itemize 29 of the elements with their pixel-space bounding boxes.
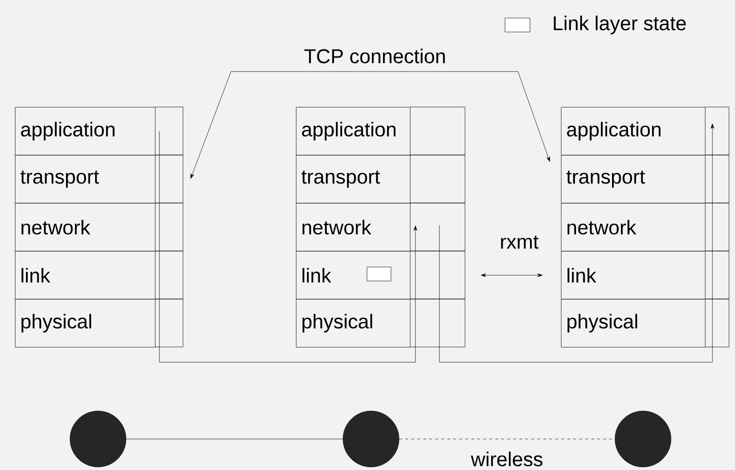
arrow	[480, 273, 543, 277]
layer-box: network	[296, 202, 466, 252]
layer-box: network	[15, 202, 184, 252]
layer-box: application	[296, 106, 466, 156]
layer-box: link	[296, 250, 466, 300]
edge-label: rxmt	[498, 234, 540, 250]
arrow	[190, 71, 376, 179]
layer-box: transport	[296, 154, 466, 204]
arrow	[159, 131, 418, 362]
layer-box: application	[561, 106, 730, 156]
layer-box: transport	[561, 154, 730, 204]
layer-box: network	[561, 202, 730, 252]
layer-box: application	[15, 106, 184, 156]
arrow	[439, 124, 714, 362]
host-circle	[70, 410, 126, 468]
layer-box: link	[15, 250, 184, 300]
legend-text: Link layer state	[554, 16, 686, 34]
host-circle	[342, 410, 400, 468]
layer-box: transport	[15, 154, 184, 204]
layer-box: physical	[296, 298, 466, 348]
link-line	[399, 438, 615, 440]
layer-box: physical	[561, 298, 730, 348]
arrow	[374, 71, 550, 162]
host-circle	[614, 410, 672, 468]
edge-label: wireless	[470, 450, 544, 468]
layer-box: link	[561, 250, 730, 300]
link-line	[126, 438, 343, 440]
connection-label: TCP connection	[304, 48, 445, 64]
layer-box: physical	[15, 298, 184, 348]
